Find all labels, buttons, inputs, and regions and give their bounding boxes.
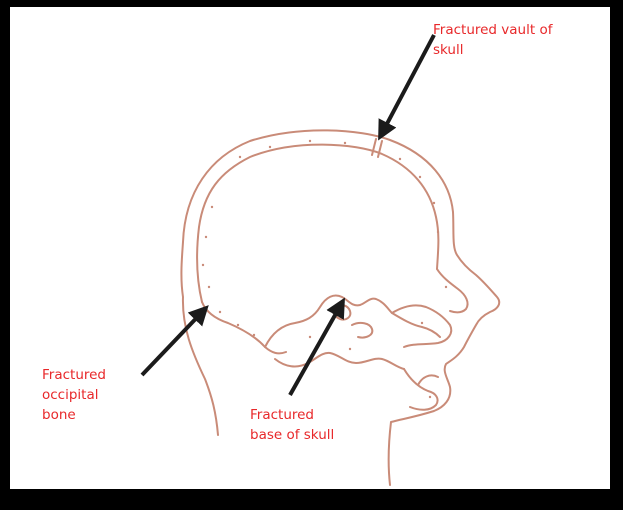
occipital-label-line1: Fractured xyxy=(42,365,106,385)
occipital-arrow xyxy=(142,308,206,375)
bone-texture xyxy=(202,140,447,398)
vault-arrow xyxy=(380,35,434,137)
base-label: Fractured base of skull xyxy=(250,405,334,445)
occipital-label: Fractured occipital bone xyxy=(42,365,106,425)
vault-label-line2: skull xyxy=(433,40,552,60)
nasal-bone xyxy=(437,269,468,312)
diagram-panel: Fractured vault of skull Fractured occip… xyxy=(10,7,610,489)
occipital-label-line2: occipital xyxy=(42,385,106,405)
mandible-notch xyxy=(418,375,438,385)
sinus-lower xyxy=(352,323,372,338)
skull-base-lower xyxy=(275,353,404,369)
occipital-bone xyxy=(202,302,286,353)
base-label-line1: Fractured xyxy=(250,405,334,425)
base-label-line2: base of skull xyxy=(250,425,334,445)
base-arrow xyxy=(290,301,343,395)
inner-skull-outline xyxy=(197,145,438,302)
occipital-label-line3: bone xyxy=(42,405,106,425)
vault-label: Fractured vault of skull xyxy=(433,20,552,60)
vault-label-line1: Fractured vault of xyxy=(433,20,552,40)
skull-base xyxy=(265,295,440,347)
